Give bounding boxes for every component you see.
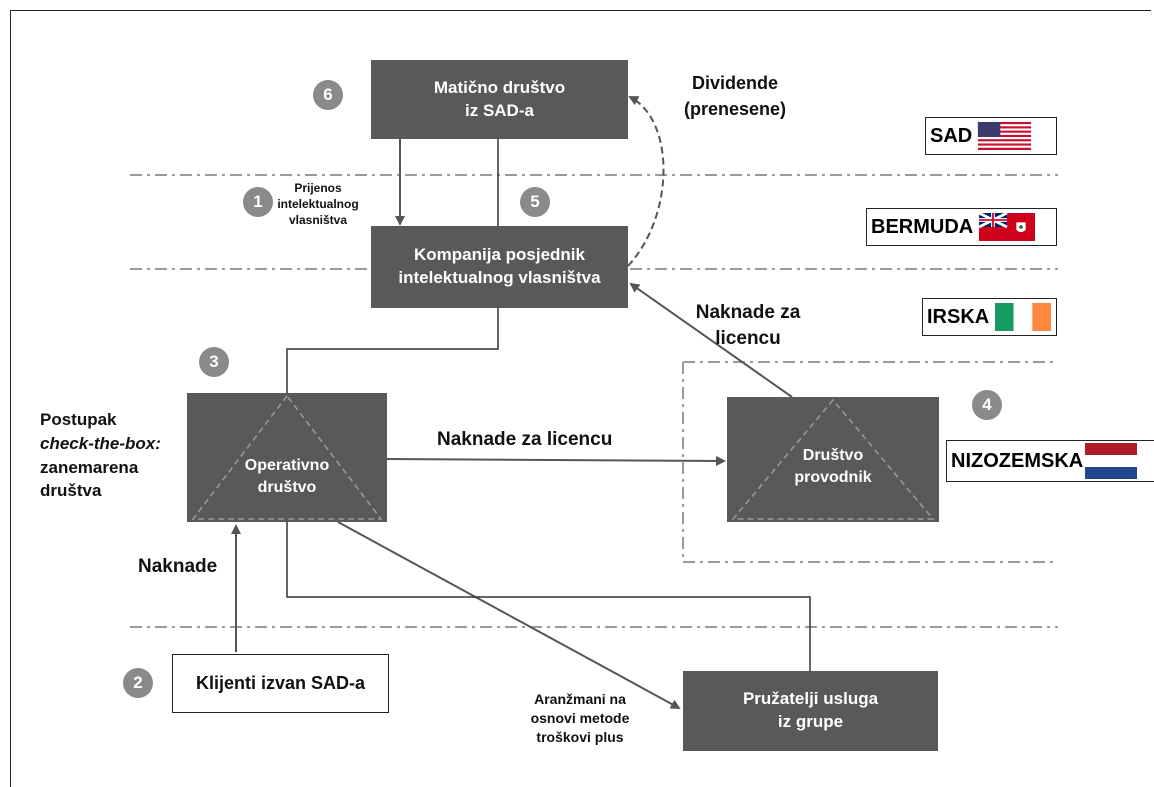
region-bermuda-label: BERMUDA [871,215,974,238]
ip-operating-link [286,308,499,393]
ireland-flag-icon [995,303,1052,331]
check-the-box-line1: Postupak [40,410,117,429]
conduit-triangle-icon [731,398,935,520]
dividends-arrow [627,96,665,267]
step-5-badge: 5 [520,187,550,217]
ip-holder-box: Kompanija posjednik intelektualnog vlasn… [371,226,628,308]
check-the-box-line2: check-the-box: [40,433,161,453]
region-ireland-tag: IRSKA [922,298,1057,336]
check-the-box-label: Postupak check-the-box: zanemarena društ… [40,408,200,503]
step-4-badge: 4 [972,390,1002,420]
ip-holder-label: Kompanija posjednik intelektualnog vlasn… [398,245,601,287]
region-ireland-label: IRSKA [927,305,990,328]
service-providers-label: Pružatelji usluga iz grupe [742,689,879,731]
ip-transfer-label: Prijenos intelektualnog vlasništva [277,181,359,228]
conduit-company-box [727,397,939,522]
step-1-badge: 1 [243,187,273,217]
step-2-badge: 2 [123,668,153,698]
fees-label: Naknade [138,556,218,577]
us-flag-icon [978,122,1032,150]
license-fees-to-conduit-arrow [386,455,726,466]
diagram-frame [10,10,1151,787]
bermuda-flag-icon [978,213,1036,241]
netherlands-region-border [682,361,1058,563]
region-bermuda-tag: BERMUDA [866,208,1057,246]
region-netherlands-tag: NIZOZEMSKA [946,440,1154,482]
operating-company-box [187,393,387,522]
step-3-badge: 3 [199,347,229,377]
clients-label: Klijenti izvan SAD-a [195,673,366,694]
service-providers-box: Pružatelji usluga iz grupe [683,671,938,751]
license-fees-to-ip-label: Naknade za licencu [695,302,801,349]
conduit-company-label: Društvo provodnik [794,447,872,486]
cost-plus-arrow [337,521,681,709]
operating-triangle-icon [191,394,383,520]
dividends-label: Dividende (prenesene) [683,73,787,120]
region-usa-tag: SAD [925,117,1057,155]
check-the-box-line3: zanemarena društva [40,457,139,501]
operating-company-label: Operativno društvo [244,457,330,496]
step-6-badge: 6 [313,80,343,110]
parent-company-box: Matično društvo iz SAD-a [371,60,628,139]
region-netherlands-label: NIZOZEMSKA [951,449,1084,472]
clients-box: Klijenti izvan SAD-a [172,654,389,713]
parent-company-label: Matično društvo iz SAD-a [433,77,566,120]
license-fees-to-conduit-label: Naknade za licencu [437,429,613,450]
cost-plus-label: Aranžmani na osnovi metode troškovi plus [530,691,630,745]
license-fees-to-ip-arrow [629,282,793,398]
region-usa-label: SAD [930,124,973,147]
operating-provider-link [286,522,811,671]
netherlands-flag-icon [1085,443,1138,479]
